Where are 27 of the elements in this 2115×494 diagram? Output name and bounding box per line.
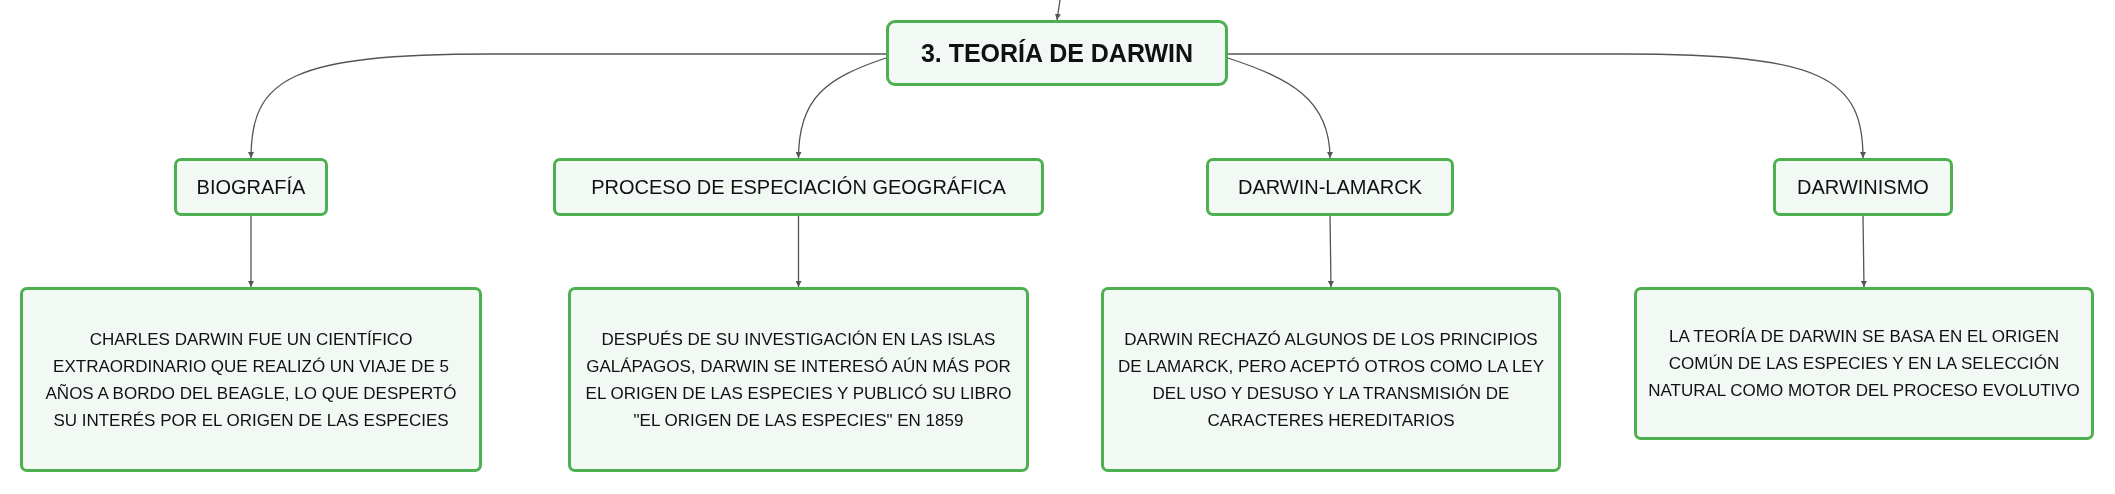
node-text: LA TEORÍA DE DARWIN SE BASA EN EL ORIGEN COMÚN DE LAS ESPECIES Y EN LA SELECCIÓN NATURAL COMO MOTOR DEL PROCESO EVOLUTIVO (1647, 326, 2081, 402)
description-box (1101, 287, 1561, 472)
connector-arrow (1227, 57, 1333, 159)
description-box (568, 287, 1029, 472)
connector-arrow (795, 57, 887, 159)
connector-arrow (1327, 215, 1334, 288)
topic-box (886, 20, 1228, 86)
subtopic-box (174, 158, 328, 216)
connector-arrow (795, 215, 802, 288)
connector-arrow (248, 215, 254, 288)
node-text: CHARLES DARWIN FUE UN CIENTÍFICO EXTRAORDINARIO QUE REALIZÓ UN VIAJE DE 5 AÑOS A BORDO DEL BEAGLE, LO QUE DESPERTÓ SU INTERÉS POR EL ORIGEN DE LAS ESPECIES (44, 328, 458, 432)
connector-arrow (1054, 0, 1061, 21)
node-text: DESPUÉS DE SU INVESTIGACIÓN EN LAS ISLAS GALÁPAGOS, DARWIN SE INTERESÓ AÚN MÁS POR EL ORIGEN DE LAS ESPECIES Y PUBLICÓ SU LIBRO "EL ORIGEN DE LAS ESPECIES" EN 1859 (584, 328, 1013, 432)
description-box (20, 287, 482, 472)
subtopic-box (1206, 158, 1454, 216)
connector-arrow (248, 53, 887, 159)
description-box (1634, 287, 2094, 440)
node-text: DARWIN RECHAZÓ ALGUNOS DE LOS PRINCIPIOS DE LAMARCK, PERO ACEPTÓ OTROS COMO LA LEY DEL USO Y DESUSO Y LA TRANSMISIÓN DE CARACTERES HEREDITARIOS (1116, 328, 1545, 432)
node-text: 3. TEORÍA DE DARWIN (920, 39, 1194, 67)
subtopic-box (553, 158, 1044, 216)
connector-arrow (1227, 53, 1866, 159)
connector-arrow (1860, 215, 1867, 288)
node-text: PROCESO DE ESPECIACIÓN GEOGRÁFICA (591, 175, 1006, 200)
subtopic-box (1773, 158, 1953, 216)
node-text: DARWIN-LAMARCK (1237, 175, 1423, 200)
node-text: BIOGRAFÍA (196, 175, 306, 200)
node-text: DARWINISMO (1797, 175, 1929, 200)
